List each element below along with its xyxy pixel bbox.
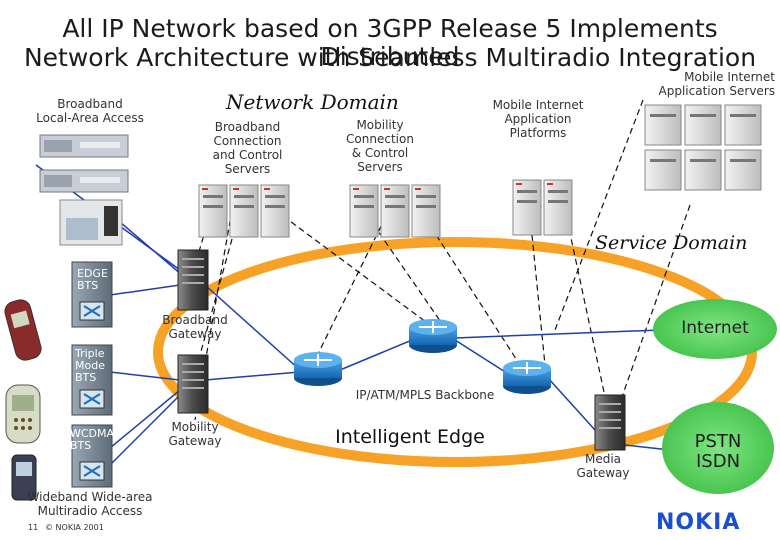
mobility-servers-label: Mobility Connection & Control Servers xyxy=(346,118,414,174)
router-icon-3 xyxy=(503,360,551,394)
media-gateway-chassis-icon xyxy=(594,394,626,451)
copyright: © NOKIA 2001 xyxy=(45,523,104,532)
edge-bts-cabinet-icon xyxy=(71,261,113,328)
broadband-lan-label: Broadband Local-Area Access xyxy=(36,97,144,125)
router-icon-1 xyxy=(294,352,342,386)
nokia-logo: NOKIA xyxy=(656,510,741,535)
broadband-servers-group xyxy=(198,184,290,238)
network-domain-label: Network Domain xyxy=(226,90,399,114)
pstn-isdn-label: PSTN ISDN xyxy=(694,431,742,472)
page-number: 11 xyxy=(28,523,39,532)
lan-terminal-icon xyxy=(59,199,123,246)
app-servers-grid xyxy=(644,104,762,191)
page-title-line-2: Network Architecture with Seamless Multi… xyxy=(23,43,757,72)
lan-switch-icon-1 xyxy=(39,134,129,158)
broadband-servers-label: Broadband Connection and Control Servers xyxy=(212,120,283,176)
service-domain-label: Service Domain xyxy=(595,232,748,254)
mobility-gateway-chassis-icon xyxy=(177,354,209,414)
app-platform-servers-group xyxy=(512,179,573,236)
mobility-servers-group xyxy=(349,184,441,238)
router-icon-2 xyxy=(409,319,457,353)
internet-label: Internet xyxy=(681,318,749,338)
backbone-label: IP/ATM/MPLS Backbone xyxy=(355,388,495,402)
wcdma-bts-cabinet-icon xyxy=(71,424,113,488)
pstn-isdn-cloud xyxy=(662,402,774,494)
page-title-line-1: All IP Network based on 3GPP Release 5 I… xyxy=(62,14,718,71)
mobile-phone-icon-3 xyxy=(11,454,37,501)
intelligent-edge-label: Intelligent Edge xyxy=(335,426,485,448)
lan-switch-icon-2 xyxy=(39,169,129,193)
app-servers-label: Mobile Internet Application Servers xyxy=(658,70,775,98)
mobile-phone-icon-2 xyxy=(5,384,41,444)
app-platforms-label: Mobile Internet Application Platforms xyxy=(492,98,584,140)
mobile-phone-icon-1 xyxy=(4,299,42,361)
internet-cloud xyxy=(653,299,777,359)
triple-mode-bts-cabinet-icon xyxy=(71,344,113,416)
broadband-gateway-chassis-icon xyxy=(177,249,209,311)
